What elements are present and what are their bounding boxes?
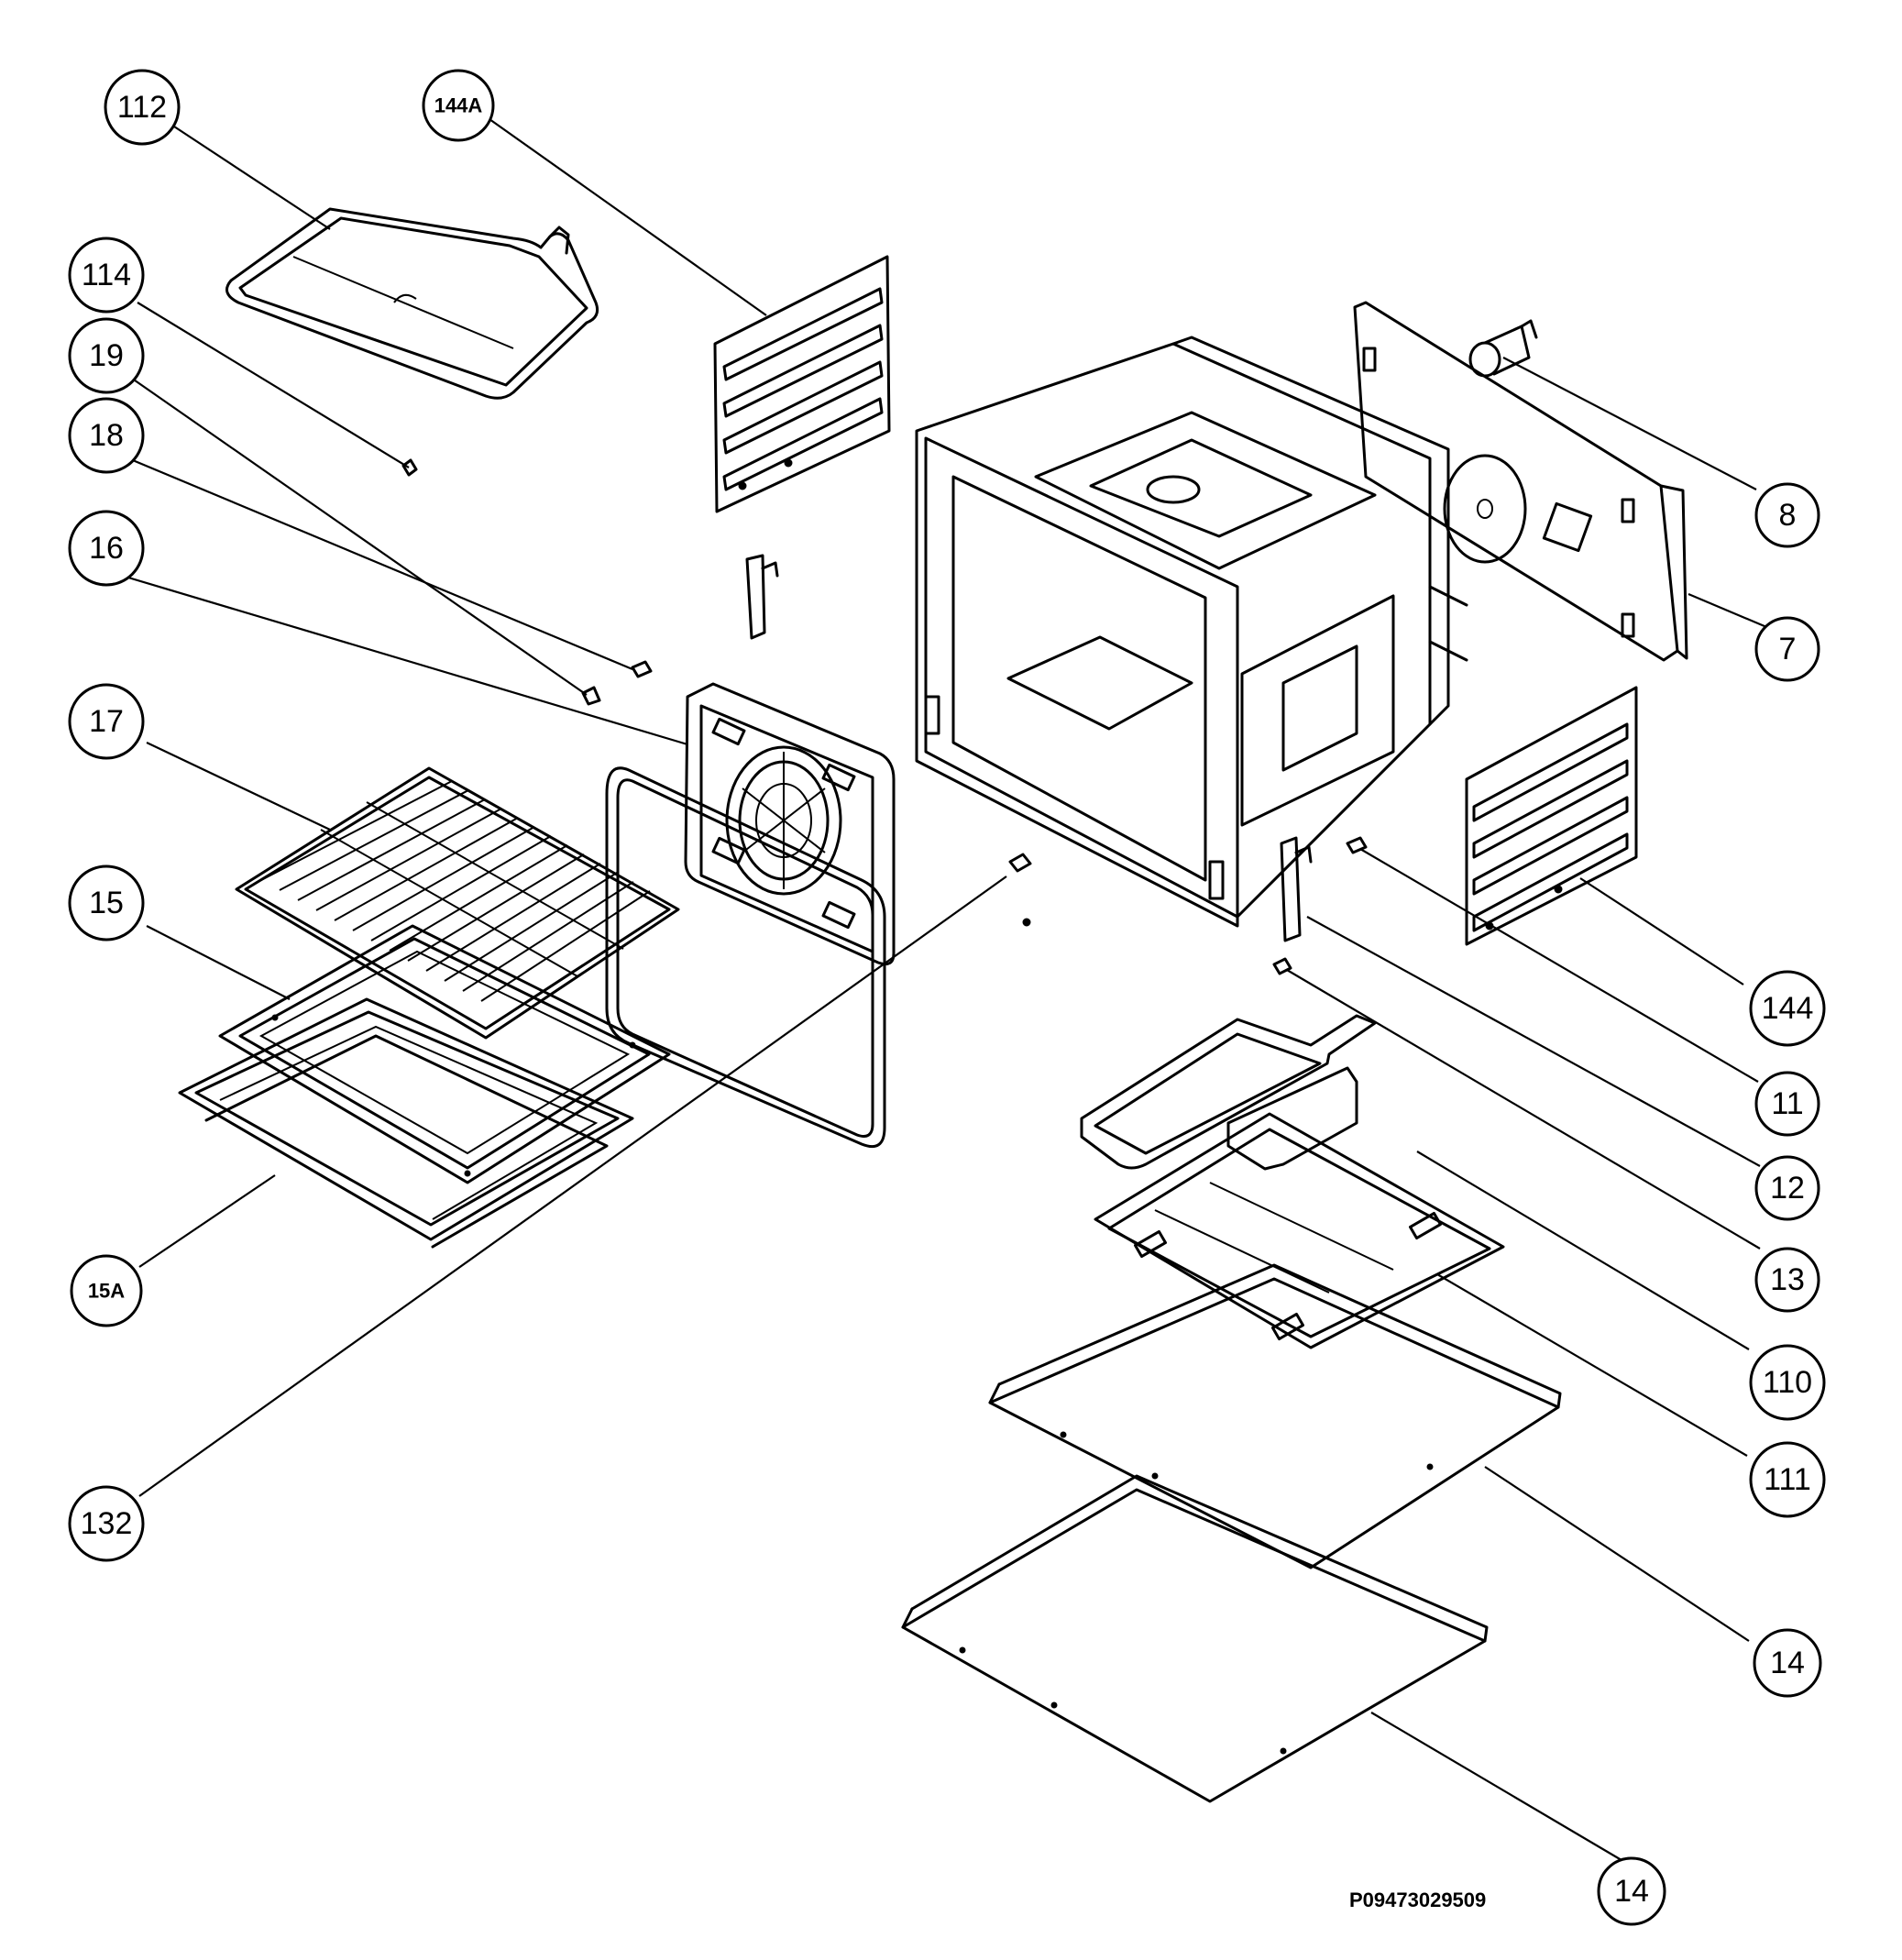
svg-text:13: 13 [1770,1262,1805,1297]
svg-text:15: 15 [89,886,124,920]
part-110-bottom-element [1080,1014,1377,1171]
callout-114: 114 [68,237,145,314]
part-14-insulation-plate-upper [988,1263,1562,1569]
part-8-fan-motor [1468,319,1538,378]
oven-cavity [915,336,1450,928]
drawing-part-number: P09473029509 [1349,1888,1486,1911]
part-144A-left-shelf-support [713,255,891,513]
svg-text:144: 144 [1762,991,1814,1026]
callout-12: 12 [1754,1155,1820,1221]
part-16-door-gasket [605,766,886,1149]
callout-8: 8 [1754,482,1820,548]
svg-text:144A: 144A [434,94,483,117]
svg-text:17: 17 [89,704,124,739]
callout-18: 18 [68,397,145,474]
leader-lines [127,118,1772,1864]
part-132-screw [1008,853,1032,927]
part-15-baking-tray [218,924,671,1184]
callout-15: 15 [68,864,145,941]
callout-11: 11 [1754,1071,1820,1137]
part-12-bracket [1280,836,1313,942]
svg-text:18: 18 [89,418,124,453]
callout-14-upper: 14 [1753,1628,1822,1698]
part-144-right-shelf-support [1465,686,1638,946]
callout-144A: 144A [422,69,495,142]
svg-text:11: 11 [1771,1086,1803,1121]
callout-7: 7 [1754,616,1820,682]
callout-132: 132 [68,1485,145,1562]
svg-text:7: 7 [1779,632,1797,666]
svg-text:114: 114 [82,258,131,292]
callout-144: 144 [1749,970,1826,1047]
callout-14-lower: 14 [1597,1856,1666,1926]
svg-text:112: 112 [117,90,167,125]
callout-19: 19 [68,317,145,394]
part-11-screw [1346,836,1368,854]
callout-13: 13 [1754,1247,1820,1313]
callout-15A: 15A [70,1254,143,1327]
svg-text:14: 14 [1614,1874,1649,1909]
part-7-rear-panel [1353,301,1688,662]
svg-text:19: 19 [89,338,124,373]
svg-text:12: 12 [1770,1171,1805,1206]
callout-111: 111 [1749,1441,1826,1518]
callout-110: 110 [1749,1344,1826,1421]
svg-text:8: 8 [1779,498,1797,533]
part-19-fan-cover [684,682,896,966]
part-bracket-upper [745,554,779,640]
callout-16: 16 [68,510,145,587]
svg-text:110: 110 [1763,1365,1812,1400]
callout-17: 17 [68,683,145,760]
svg-text:111: 111 [1764,1462,1811,1497]
part-17-wire-rack [235,766,680,1040]
svg-text:15A: 15A [88,1280,125,1303]
svg-text:132: 132 [81,1506,133,1541]
part-18-19-clips [581,660,653,706]
part-111-bottom-panel [1094,1112,1505,1349]
part-114-clip [401,458,418,477]
part-112-top-heating-element [225,207,599,400]
callout-112: 112 [104,69,181,146]
part-13-screw [1272,957,1292,975]
svg-text:14: 14 [1770,1646,1805,1680]
svg-text:16: 16 [89,531,124,566]
part-15A-deep-pan [178,997,634,1249]
part-14-insulation-plate-lower [901,1474,1489,1803]
